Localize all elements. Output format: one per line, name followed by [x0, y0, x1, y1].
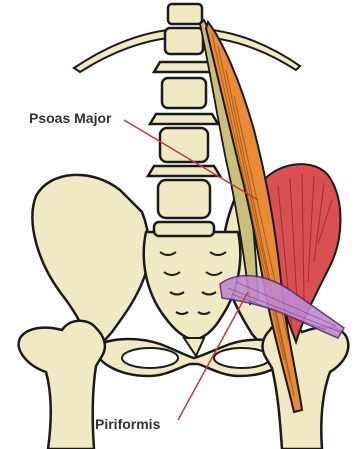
psoas-major-label: Psoas Major [29, 110, 111, 126]
left-femur [19, 321, 105, 449]
right-obturator-foramen [214, 348, 270, 368]
piriformis-label: Piriformis [95, 416, 160, 432]
right-femur [263, 323, 349, 449]
left-obturator-foramen [122, 348, 178, 368]
coccyx [184, 338, 204, 356]
